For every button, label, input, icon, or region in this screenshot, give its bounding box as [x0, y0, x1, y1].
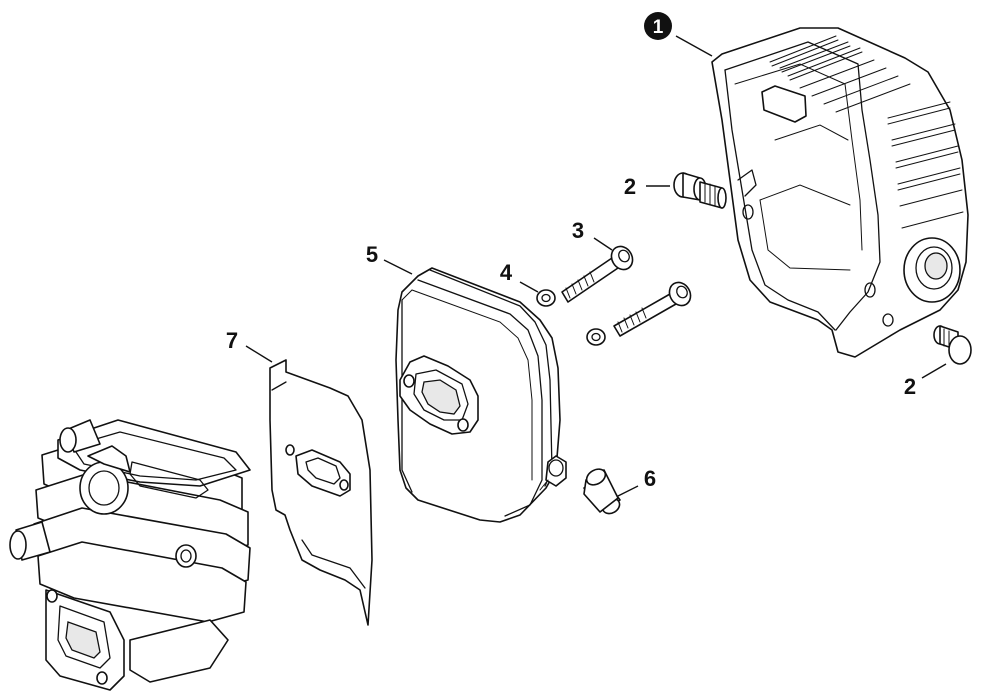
callout-5-label: 5: [366, 242, 378, 267]
gasket-plate: [270, 360, 372, 625]
muffler-body: [396, 268, 566, 522]
leader-1: [675, 35, 713, 57]
bolt-upper: [674, 173, 726, 208]
callout-3-label: 3: [572, 218, 584, 243]
washer-lower: [587, 329, 605, 345]
leader-7: [245, 345, 273, 363]
leader-6: [617, 485, 639, 497]
leader-3: [593, 237, 613, 251]
cylinder: [10, 420, 250, 690]
callout-1-disc: [644, 12, 672, 40]
callout-1: 1: [644, 12, 672, 40]
muffler-cover: [712, 28, 968, 357]
screw-upper: [562, 243, 637, 302]
washer-upper: [537, 290, 555, 306]
callouts: 1 2 2 3 4 5 6 7: [226, 12, 916, 491]
callout-2-lower-label: 2: [904, 374, 916, 399]
callout-7-label: 7: [226, 328, 238, 353]
leader-5: [383, 259, 413, 275]
leader-lines: [245, 35, 947, 497]
leader-4: [519, 281, 539, 293]
sleeve: [583, 466, 623, 517]
screw-lower: [614, 279, 695, 336]
callout-1-label: 1: [653, 17, 664, 38]
leader-2b: [921, 363, 947, 379]
bolt-lower: [934, 326, 971, 364]
callout-2-upper-label: 2: [624, 174, 636, 199]
callout-4-label: 4: [500, 260, 513, 285]
callout-6-label: 6: [644, 466, 656, 491]
